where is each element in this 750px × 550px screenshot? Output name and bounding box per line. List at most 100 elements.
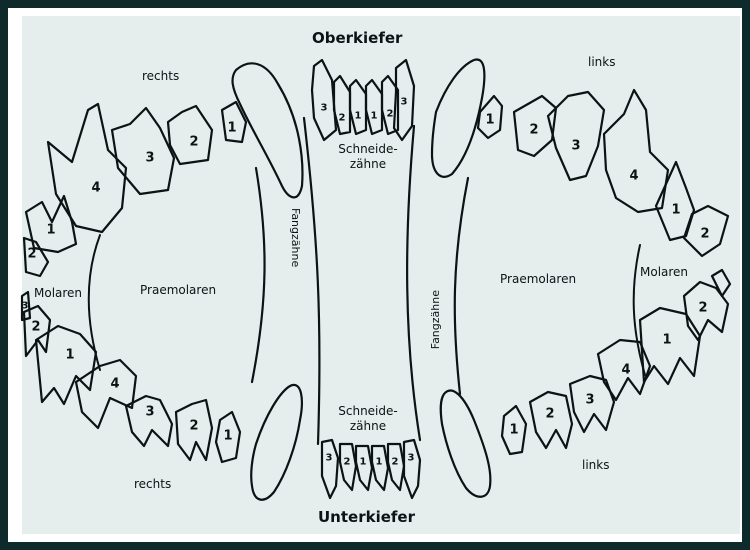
lower-left-molar-1-tooth [638, 306, 702, 386]
center-right-divider-curve [406, 124, 422, 442]
upper-left-premolar-1-tooth [476, 94, 504, 140]
upper-left-premolar-4-number: 4 [629, 168, 639, 184]
left-canines-label: Fangzähne [429, 290, 442, 350]
upper-incisor-1-right-number: 1 [354, 110, 362, 122]
lower-incisors-label-line2: zähne [349, 419, 387, 433]
left-bottom-label: links [582, 458, 610, 472]
left-molars-label: Molaren [640, 265, 689, 279]
upper-incisor-1-left-tooth [364, 78, 384, 136]
lower-left-canine-tooth [439, 389, 492, 498]
upper-right-premolar-3-tooth [110, 106, 176, 196]
upper-left-premolar-1-number: 1 [485, 112, 495, 128]
lower-left-premolar-3-tooth [568, 374, 616, 434]
upper-incisor-1-left-number: 1 [370, 110, 378, 122]
upper-right-canine-tooth [231, 62, 304, 199]
lower-jaw-label: Unterkiefer [318, 508, 415, 526]
right-premolars-label: Praemolaren [140, 283, 217, 297]
lower-right-molar-1-tooth [34, 324, 98, 406]
upper-right-molar-2-number: 2 [27, 246, 37, 262]
upper-incisors-label-line1: Schneide- [338, 142, 398, 156]
lower-left-molar-1-number: 1 [662, 332, 672, 348]
lower-right-molar-3-tooth [20, 290, 32, 322]
lower-incisor-1-left-number: 1 [375, 456, 383, 468]
lower-incisors-label-line1: Schneide- [338, 404, 398, 418]
upper-left-molar-2-tooth [682, 204, 730, 258]
lower-incisor-3-right-number: 3 [325, 452, 333, 464]
upper-jaw-label: Oberkiefer [312, 29, 403, 47]
upper-incisor-2-left-tooth [380, 74, 400, 136]
upper-right-divider-curve [250, 166, 266, 384]
upper-right-molar-1-tooth [24, 194, 78, 254]
lower-left-molar-2-number: 2 [698, 300, 708, 316]
upper-left-molar-2-number: 2 [700, 226, 710, 242]
lower-left-premolar-1-tooth [500, 404, 528, 456]
upper-left-molar-1-number: 1 [671, 202, 681, 218]
lower-right-premolar-3-tooth [124, 394, 174, 448]
upper-right-premolar-1-number: 1 [227, 120, 237, 136]
right-molars-label: Molaren [34, 286, 83, 300]
upper-right-premolar-2-tooth [166, 104, 214, 166]
upper-incisor-2-left-number: 2 [386, 108, 394, 120]
upper-incisor-2-right-number: 2 [338, 112, 346, 124]
left-divider-curve [453, 176, 470, 396]
upper-right-premolar-2-number: 2 [189, 134, 199, 150]
lower-left-premolar-1-number: 1 [509, 422, 519, 438]
upper-left-premolar-4-tooth [602, 88, 670, 214]
upper-right-premolar-3-number: 3 [145, 150, 155, 166]
lower-incisor-3-left-number: 3 [407, 452, 415, 464]
lower-right-premolar-4-number: 4 [110, 376, 120, 392]
upper-left-canine-tooth [430, 58, 486, 178]
lower-left-premolar-2-number: 2 [545, 406, 555, 422]
upper-right-molar-2-tooth [22, 236, 50, 278]
upper-incisor-3-left-number: 3 [400, 96, 408, 108]
upper-left-premolar-2-tooth [512, 94, 558, 158]
upper-incisor-2-right-tooth [332, 74, 352, 136]
lower-right-premolar-1-number: 1 [223, 428, 233, 444]
center-left-divider-curve [302, 116, 321, 446]
lower-left-premolar-4-number: 4 [621, 362, 631, 378]
right-top-label: rechts [142, 69, 180, 83]
lower-right-molar-1-number: 1 [65, 347, 75, 363]
lower-right-premolar-2-tooth [174, 398, 214, 462]
upper-incisor-3-right-tooth [310, 58, 338, 142]
upper-incisor-3-right-number: 3 [320, 102, 328, 114]
lower-incisor-2-left-tooth [386, 442, 406, 492]
upper-incisors-label-line2: zähne [349, 157, 387, 171]
lower-right-canine-tooth [250, 383, 303, 501]
lower-incisor-1-right-tooth [354, 444, 374, 492]
lower-right-premolar-1-tooth [214, 410, 242, 464]
upper-right-premolar-4-tooth [46, 102, 128, 234]
lower-right-molar-2-number: 2 [31, 319, 41, 335]
lower-incisor-2-left-number: 2 [391, 456, 399, 468]
left-premolars-label: Praemolaren [500, 272, 577, 286]
lower-incisor-2-right-tooth [338, 442, 358, 492]
upper-right-premolar-1-tooth [220, 100, 248, 144]
upper-left-premolar-2-number: 2 [529, 122, 539, 138]
upper-left-premolar-3-tooth [546, 90, 606, 182]
upper-right-molar-1-number: 1 [46, 222, 56, 238]
right-bottom-label: rechts [134, 477, 172, 491]
lower-incisor-3-right-tooth [320, 438, 340, 500]
lower-left-molar-3-tooth [710, 268, 732, 298]
upper-right-premolar-4-number: 4 [91, 180, 101, 196]
lower-right-molar-3-number: 3 [21, 300, 29, 312]
lower-incisor-1-right-number: 1 [359, 456, 367, 468]
left-top-label: links [588, 55, 616, 69]
lower-right-premolar-4-tooth [74, 358, 138, 430]
upper-incisor-1-right-tooth [348, 78, 368, 136]
lower-right-premolar-3-number: 3 [145, 404, 155, 420]
lower-incisor-3-left-tooth [402, 438, 422, 500]
left-arch-line [632, 244, 646, 376]
lower-right-molar-2-tooth [22, 304, 52, 358]
lower-left-molar-2-tooth [682, 280, 730, 342]
upper-left-molar-1-tooth [654, 160, 696, 242]
upper-left-premolar-3-number: 3 [571, 138, 581, 154]
lower-incisor-2-right-number: 2 [343, 456, 351, 468]
lower-incisor-1-left-tooth [370, 444, 390, 492]
lower-left-premolar-3-number: 3 [585, 392, 595, 408]
lower-right-premolar-2-number: 2 [189, 418, 199, 434]
upper-incisor-3-left-tooth [392, 58, 416, 142]
lower-left-premolar-4-tooth [596, 338, 652, 402]
right-canines-label: Fangzähne [289, 208, 302, 268]
